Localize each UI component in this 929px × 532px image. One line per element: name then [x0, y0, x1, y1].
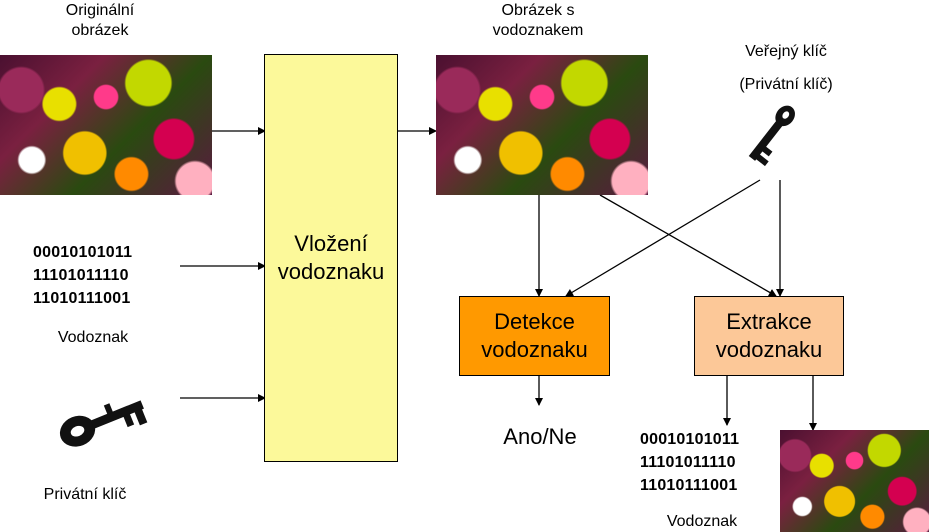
original-image-label: Originální obrázek: [65, 2, 135, 39]
public-key-icon: [748, 105, 795, 167]
extracted-image: [780, 430, 929, 532]
bit-row: 11101011110: [640, 454, 736, 471]
watermark-bits-left: 00010101011 11101011110 11010111001: [33, 241, 132, 310]
extract-watermark-box: Extrakce vodoznaku: [694, 296, 844, 376]
watermarked-image: [436, 55, 648, 195]
private-key-label-left: Privátní klíč: [43, 486, 127, 503]
watermark-label-left: Vodoznak: [57, 329, 129, 346]
answer-label: Ano/Ne: [503, 424, 577, 449]
arrow-image-to-extract: [599, 194, 777, 297]
private-key-icon: [59, 400, 148, 447]
bit-row: 11010111001: [640, 477, 738, 494]
bit-row: 00010101011: [33, 244, 133, 261]
public-key-label: Veřejný klíč: [745, 43, 827, 60]
bit-row: 11101011110: [33, 267, 129, 284]
detect-watermark-box: Detekce vodoznaku: [459, 296, 610, 376]
watermark-label-bottom: Vodoznak: [666, 513, 738, 530]
bit-row: 00010101011: [640, 431, 740, 448]
watermark-bits-extracted: 00010101011 11101011110 11010111001: [640, 428, 739, 497]
arrow-key-to-detect: [565, 179, 761, 297]
original-image: [0, 55, 212, 195]
bit-row: 11010111001: [33, 290, 131, 307]
private-key-paren-label: (Privátní klíč): [739, 76, 833, 93]
embed-watermark-box: Vložení vodoznaku: [264, 54, 398, 462]
watermarked-image-label: Obrázek s vodoznakem: [492, 2, 584, 39]
